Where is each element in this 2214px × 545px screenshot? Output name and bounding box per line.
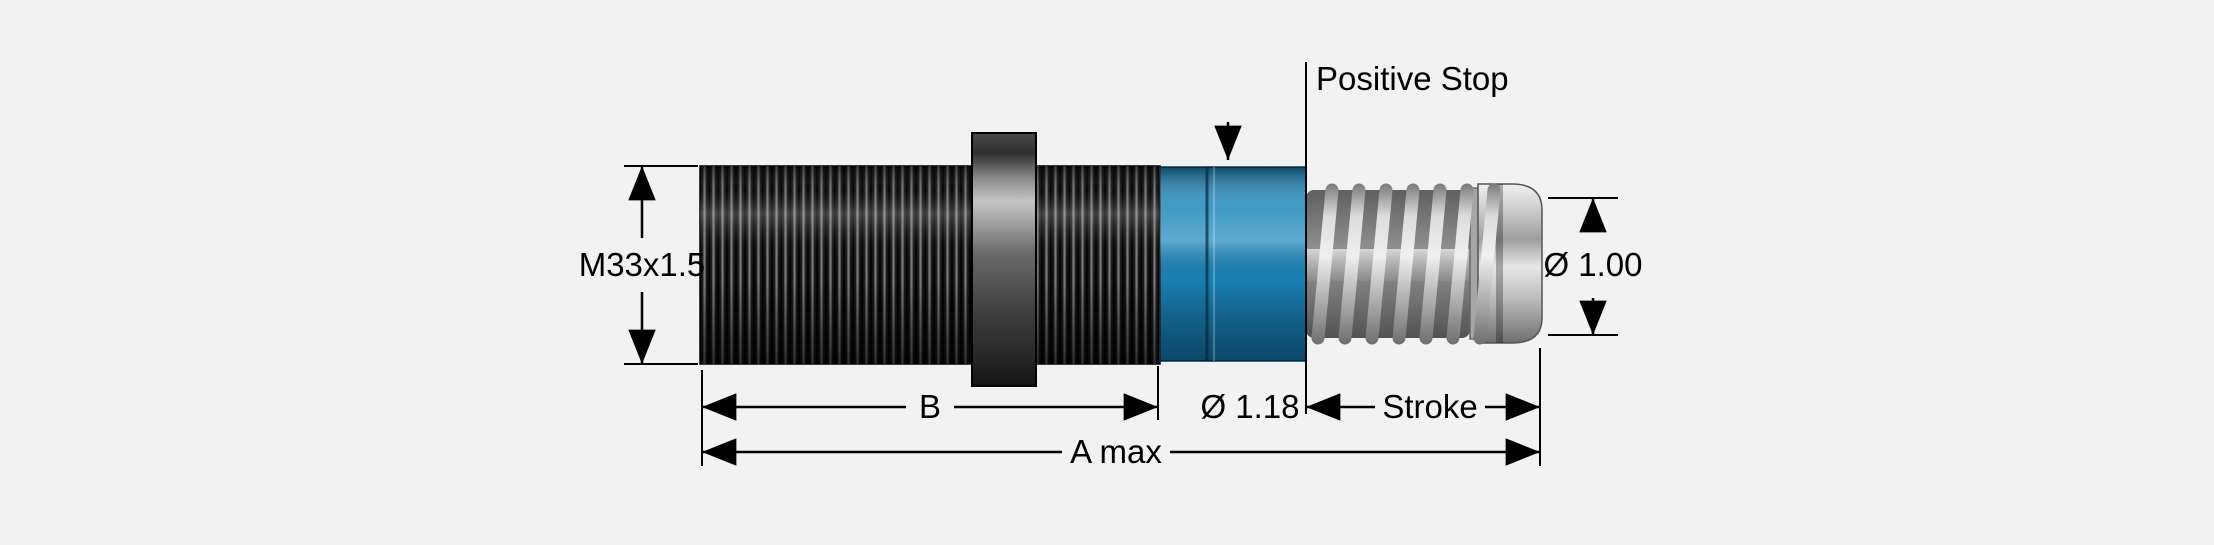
piston-rod [1306,249,1476,281]
dim-rod-diameter: Ø 1.00 [1543,197,1643,336]
body-diameter-label: Ø 1.18 [1200,388,1299,425]
dim-stroke: Stroke [1306,348,1541,466]
spring-coil [1446,183,1474,345]
body-length-label: B [919,388,941,425]
spring-coil [1311,183,1339,345]
positive-stop-callout: Positive Stop [1305,60,1509,414]
spring-coil [1338,183,1366,345]
dim-thread-size: M33x1.5 [579,165,706,365]
spring-coil [1392,183,1420,345]
positive-stop-label: Positive Stop [1316,60,1509,97]
dim-overall-length: A max [702,433,1540,470]
hex-nut [971,132,1037,387]
spring-coil [1473,183,1501,345]
stroke-label: Stroke [1382,388,1477,425]
thread-size-label: M33x1.5 [579,246,706,283]
spring [1311,183,1501,345]
rod-diameter-label: Ø 1.00 [1543,246,1642,283]
blue-collar [1159,166,1307,362]
overall-length-label: A max [1070,433,1162,470]
shock-absorber-body [699,132,1543,387]
spring-coil [1419,183,1447,345]
threaded-body [699,165,1161,365]
spring-coil [1365,183,1393,345]
